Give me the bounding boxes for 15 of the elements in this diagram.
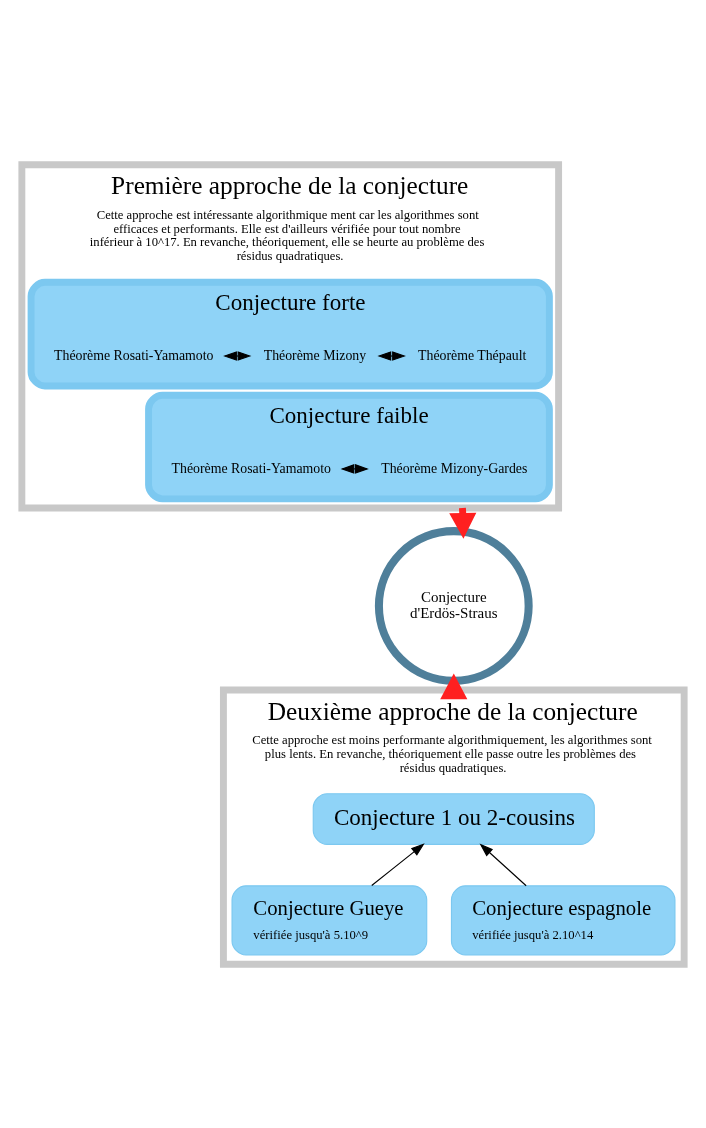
arrow: [371, 842, 425, 886]
node-text: Théorème Mizony: [263, 347, 367, 363]
node-box: Conjecture espagnole vérifiée jusqu'à 2.10^14: [450, 884, 676, 956]
node-box: Conjecture Gueye vérifiée jusqu'à 5.10^9: [231, 884, 428, 956]
arrow: [440, 672, 468, 699]
node-text: Théorème Mizony-Gardes: [381, 460, 528, 476]
node-circle: Conjecture d'Erdös-Straus: [374, 526, 533, 685]
arrow: [479, 843, 527, 886]
arrow: [223, 350, 252, 361]
node-box: Conjecture 1 ou 2-cousins: [312, 792, 595, 845]
node-text: Théorème Thépault: [418, 347, 527, 363]
arrow: [377, 350, 406, 361]
arrow: [340, 463, 369, 474]
node-text: Théorème Rosati-Yamamoto: [171, 460, 331, 476]
node-text: Théorème Rosati-Yamamoto: [54, 347, 214, 363]
